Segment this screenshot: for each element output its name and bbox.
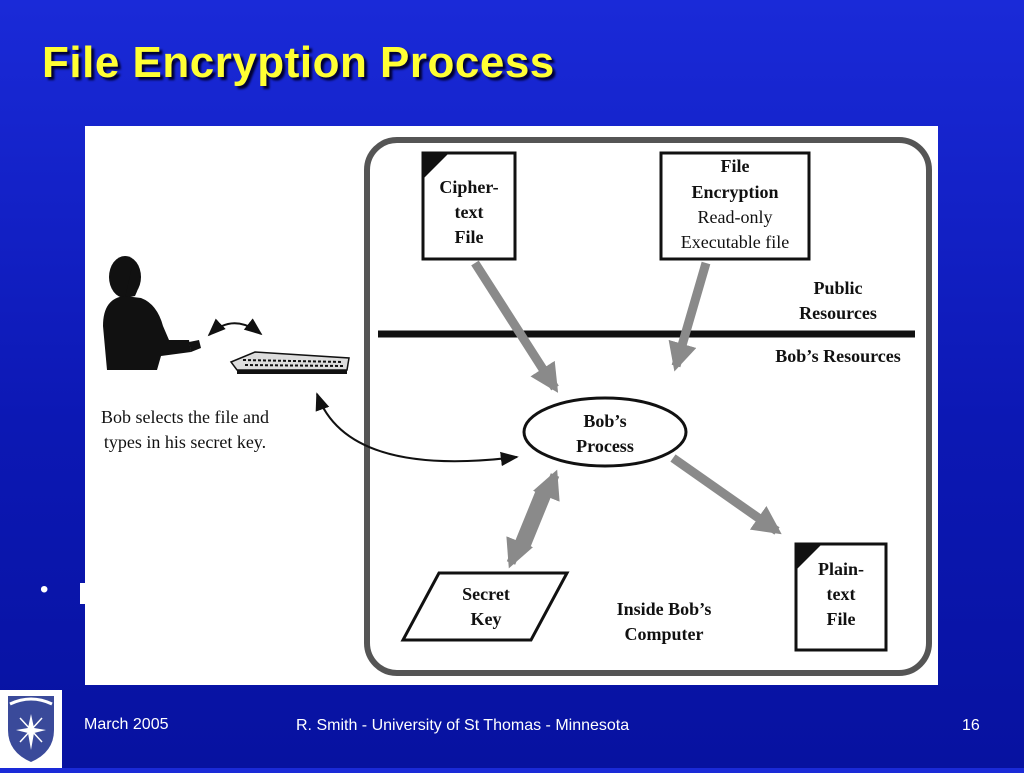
user-caption-line-2: types in his secret key. [104, 432, 266, 452]
encryption-program-line-3: Read-only [698, 207, 773, 227]
user-caption-line-1: Bob selects the file and [101, 407, 269, 427]
secret-key-node: Secret Key [400, 571, 570, 642]
encryption-program-line-4: Executable file [681, 232, 789, 252]
bobs-resources-label: Bob’s Resources [775, 346, 901, 366]
cipher-file-line-2: text [455, 202, 484, 222]
process-to-key-arrow [506, 490, 545, 569]
process-line-1: Bob’s [583, 411, 626, 431]
page-number: 16 [962, 717, 980, 734]
bullet-glyph: • [40, 576, 49, 603]
secret-key-line-2: Key [471, 609, 502, 629]
plain-file-line-1: Plain- [818, 559, 864, 579]
ciphertext-file: Cipher- text File [421, 151, 517, 261]
diagram-svg: Cipher- text File File Encryption Read-o… [101, 137, 932, 676]
secret-key-line-1: Secret [462, 584, 510, 604]
computer-label-line-2: Computer [625, 624, 704, 644]
encryption-program-line-1: File [721, 156, 750, 176]
footer-date: March 2005 [84, 716, 169, 733]
slide-title: File Encryption Process [42, 38, 555, 87]
bobs-process-node: Bob’s Process [522, 396, 688, 468]
process-line-2: Process [576, 436, 634, 456]
encryption-diagram: Cipher- text File File Encryption Read-o… [85, 126, 938, 685]
cipher-file-line-3: File [455, 227, 484, 247]
university-logo [0, 690, 62, 768]
cipher-to-process-arrow [471, 260, 559, 393]
bob-keyboard-arrow [207, 318, 263, 337]
public-resources-line-2: Resources [799, 303, 877, 323]
cipher-file-line-1: Cipher- [439, 177, 498, 197]
computer-label-line-1: Inside Bob’s [617, 599, 712, 619]
bob-user-figure [103, 256, 201, 370]
public-resources-line-1: Public [813, 278, 862, 298]
footer-author: R. Smith - University of St Thomas - Min… [296, 717, 630, 734]
keyboard-icon [229, 351, 350, 374]
key-to-process-arrow [521, 469, 560, 548]
logo-shield-icon [8, 696, 54, 762]
plaintext-file: Plain- text File [794, 542, 888, 652]
encryption-program-file: File Encryption Read-only Executable fil… [659, 151, 811, 261]
process-to-plaintext-arrow [670, 454, 782, 535]
program-to-process-arrow [668, 261, 711, 372]
plain-file-line-2: text [827, 584, 856, 604]
plain-file-line-3: File [827, 609, 856, 629]
encryption-program-line-2: Encryption [691, 182, 778, 202]
keyboard-process-arrow [315, 392, 519, 467]
